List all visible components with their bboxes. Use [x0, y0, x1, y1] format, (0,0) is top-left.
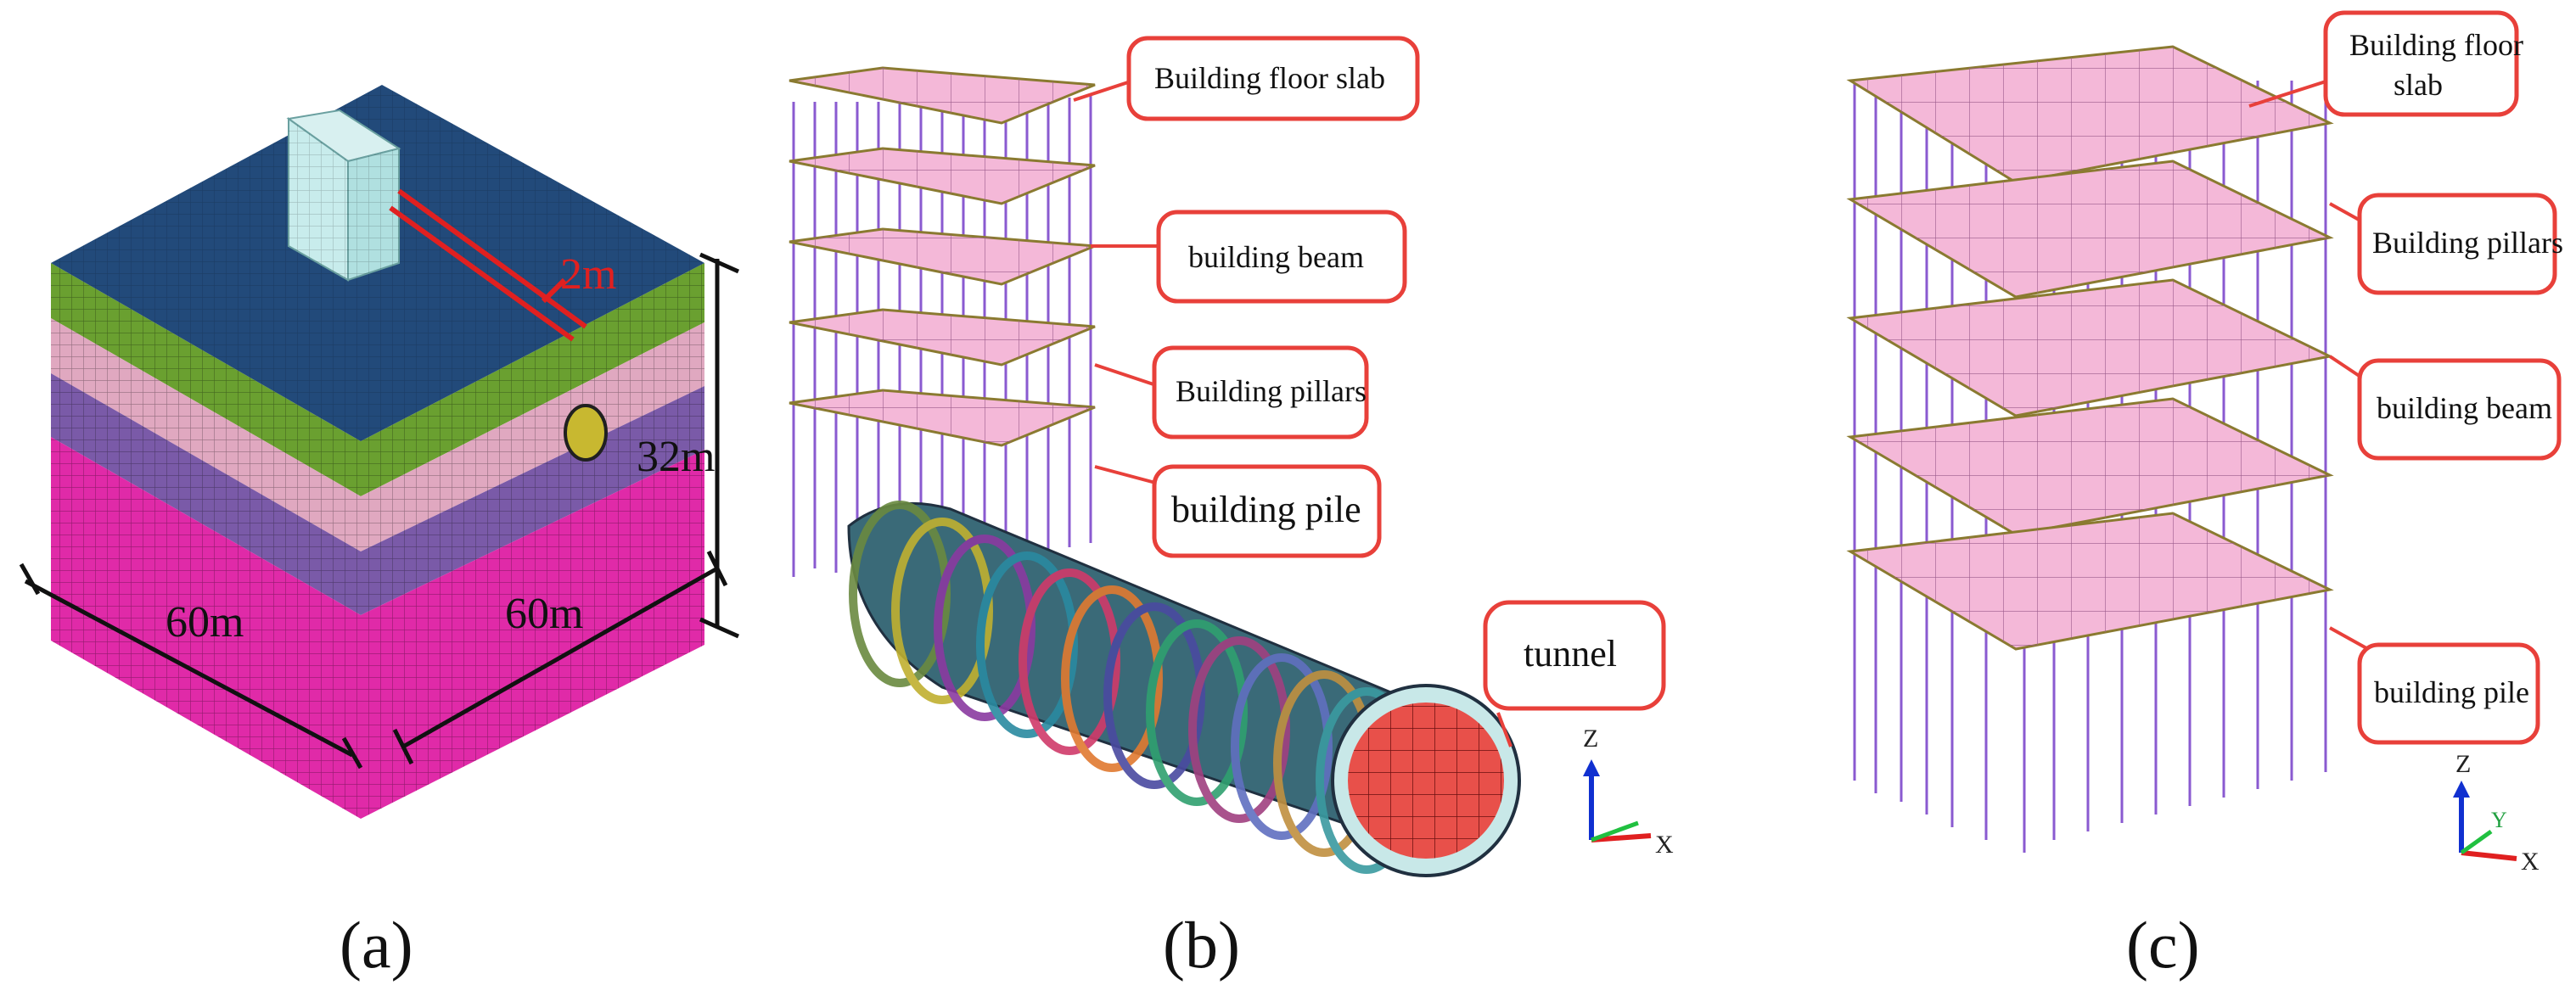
width-dimension-right: 60m [392, 550, 728, 765]
callout-beam-c-text: building beam [2377, 391, 2552, 425]
tunnel-opening [564, 404, 608, 462]
axis-z-b: Z [1583, 725, 1598, 753]
callout-pillars-c: Building pillars [2329, 193, 2563, 295]
panel-b-label: (b) [1163, 908, 1240, 982]
callout-pile-c: building pile [2329, 626, 2540, 745]
soil-box-right-face [361, 263, 704, 819]
callout-tunnel-b: tunnel [1483, 600, 1666, 747]
building-block [286, 109, 401, 282]
callout-pillars-c-text: Building pillars [2372, 226, 2563, 260]
callout-floor-slab-c-line1: Building floor [2349, 28, 2523, 62]
slab-b-5 [789, 389, 1096, 447]
callout-beam-c: building beam [2328, 355, 2562, 461]
soil-box-left-face [51, 263, 361, 819]
slab-b-2 [789, 147, 1096, 205]
tunnel-b [847, 501, 1521, 877]
callout-floor-slab-c-line2: slab [2394, 68, 2443, 102]
slab-c-1 [1846, 45, 2334, 184]
offset-indicator: 2m [389, 188, 616, 342]
callout-pile-b-text: building pile [1171, 489, 1361, 530]
callout-beam-b-text: building beam [1188, 240, 1364, 274]
slab-c-4 [1846, 397, 2334, 536]
floor-slabs-c [1846, 45, 2334, 651]
callout-floor-slab-b-text: Building floor slab [1154, 61, 1385, 95]
slab-b-3 [789, 227, 1096, 286]
axis-triad-c: Z Y X [2453, 750, 2540, 876]
slab-b-1 [789, 66, 1096, 125]
offset-label: 2m [560, 250, 616, 299]
callout-pile-b: building pile [1094, 464, 1382, 558]
slab-b-4 [789, 308, 1096, 367]
callout-pillars-b: Building pillars [1094, 345, 1369, 439]
panel-c: Building floor slab Building pillars bui… [1846, 10, 2563, 982]
slab-c-2 [1846, 160, 2334, 299]
callout-tunnel-b-text: tunnel [1524, 633, 1617, 675]
width-label-left: 60m [166, 598, 244, 647]
floor-slabs-b [789, 66, 1096, 447]
width-label-right: 60m [505, 590, 583, 638]
callout-beam-b: building beam [1091, 210, 1407, 304]
panel-a-label: (a) [340, 908, 413, 982]
axis-triad-b: Z X [1583, 725, 1674, 859]
panel-a: 2m 32m 60m 60m (a) [19, 85, 740, 982]
panel-b: Building floor slab building beam Buildi… [789, 36, 1674, 982]
callout-pillars-b-text: Building pillars [1176, 374, 1367, 408]
callout-floor-slab-c: Building floor slab [2248, 10, 2523, 117]
panel-c-label: (c) [2126, 908, 2200, 982]
slab-c-5 [1846, 512, 2334, 651]
callout-pile-c-text: building pile [2374, 675, 2529, 709]
axis-z-c: Z [2455, 750, 2471, 778]
callout-floor-slab-b: Building floor slab [1073, 36, 1420, 121]
height-label: 32m [637, 433, 715, 481]
width-dimension-left: 60m [19, 563, 363, 770]
axis-y-c: Y [2491, 808, 2507, 832]
axis-x-c: X [2521, 848, 2540, 876]
axis-x-b: X [1655, 831, 1674, 859]
